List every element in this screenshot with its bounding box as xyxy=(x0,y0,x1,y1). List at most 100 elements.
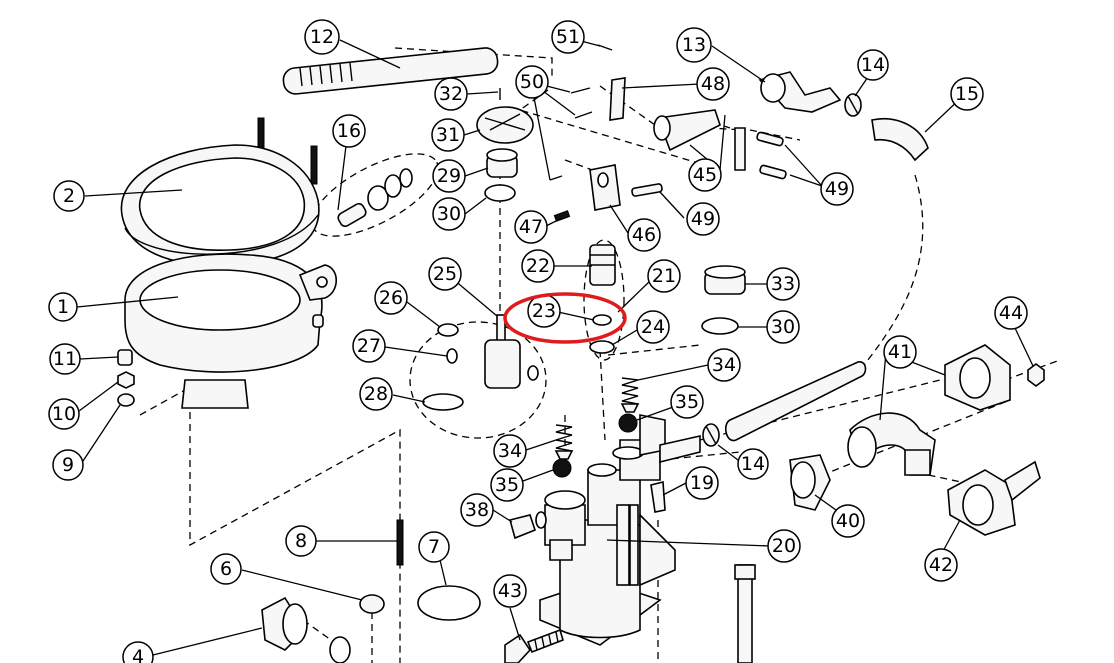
part-screw-19 xyxy=(650,480,666,513)
callout-8: 8 xyxy=(285,525,317,557)
part-flange-42 xyxy=(947,460,1041,536)
part-hose-clamp-lower xyxy=(702,423,720,447)
callout-12: 12 xyxy=(304,19,340,55)
part-plug-port xyxy=(535,511,547,529)
svg-text:35: 35 xyxy=(495,474,519,496)
callout-29: 29 xyxy=(432,159,466,193)
part-pump-body-20 xyxy=(539,414,701,646)
svg-text:35: 35 xyxy=(675,391,699,413)
svg-text:38: 38 xyxy=(465,499,489,521)
part-rod-8 xyxy=(396,519,404,566)
callout-38: 38 xyxy=(460,493,494,527)
svg-text:30: 30 xyxy=(771,316,795,338)
part-drain-plug-38 xyxy=(509,514,536,540)
callout-27: 27 xyxy=(352,329,386,363)
callout-28: 28 xyxy=(359,377,393,411)
part-pin-49a xyxy=(631,183,663,197)
callout-7: 7 xyxy=(418,531,450,563)
part-screws-50 xyxy=(570,87,593,119)
part-ring-23 xyxy=(592,314,612,326)
part-oring-30b xyxy=(701,317,739,335)
part-hose-clamp-top xyxy=(844,93,862,117)
svg-text:30: 30 xyxy=(437,203,461,225)
part-bolt-43 xyxy=(504,628,564,663)
leader-lines xyxy=(76,35,1034,656)
callout-4: 4 xyxy=(122,641,154,663)
part-elbow-13 xyxy=(758,71,842,113)
part-nut-44 xyxy=(1027,363,1045,387)
part-elbow-41 xyxy=(847,412,936,476)
part-fitting-22 xyxy=(589,244,616,286)
part-cap-33 xyxy=(704,265,746,295)
part-screw-51 xyxy=(597,44,613,51)
callout-14-top: 14 xyxy=(857,49,889,81)
svg-text:28: 28 xyxy=(364,383,388,405)
callout-2: 2 xyxy=(53,180,85,212)
svg-text:14: 14 xyxy=(861,54,885,76)
part-toilet-bowl xyxy=(124,253,338,409)
part-valve-cap xyxy=(486,148,518,178)
svg-text:50: 50 xyxy=(520,71,544,93)
part-nut xyxy=(117,371,135,389)
svg-text:8: 8 xyxy=(295,530,307,552)
svg-text:34: 34 xyxy=(712,354,736,376)
svg-text:13: 13 xyxy=(682,34,706,56)
part-screw-50b xyxy=(549,175,563,181)
callout-20: 20 xyxy=(767,529,801,563)
callout-10: 10 xyxy=(48,398,80,430)
callout-26: 26 xyxy=(374,281,408,315)
svg-text:20: 20 xyxy=(772,535,796,557)
callout-13: 13 xyxy=(676,27,712,63)
svg-text:10: 10 xyxy=(52,403,76,425)
svg-text:41: 41 xyxy=(888,341,912,363)
svg-text:19: 19 xyxy=(690,472,714,494)
svg-text:31: 31 xyxy=(436,124,460,146)
svg-text:9: 9 xyxy=(62,454,74,476)
callout-23: 23 xyxy=(527,294,561,328)
part-pivot-block-46 xyxy=(589,164,621,211)
part-flange-40 xyxy=(789,454,831,511)
svg-text:1: 1 xyxy=(57,296,69,318)
svg-text:21: 21 xyxy=(652,265,676,287)
svg-text:14: 14 xyxy=(741,453,765,475)
svg-text:33: 33 xyxy=(771,273,795,295)
callout-34-right: 34 xyxy=(707,348,741,382)
part-ball-35b xyxy=(552,458,572,478)
callout-25: 25 xyxy=(428,257,462,291)
callout-11: 11 xyxy=(49,343,81,375)
part-gasket-7 xyxy=(417,585,481,621)
part-lid-bolt-right xyxy=(310,145,318,185)
callout-21: 21 xyxy=(647,259,681,293)
part-link-48 xyxy=(609,77,626,121)
callout-14-lower: 14 xyxy=(737,448,769,480)
assembly-lines xyxy=(139,47,1061,663)
svg-text:22: 22 xyxy=(526,255,550,277)
callout-32: 32 xyxy=(434,77,468,111)
part-valve-25 xyxy=(484,314,539,389)
callout-43: 43 xyxy=(493,574,527,608)
callout-34-left: 34 xyxy=(493,434,527,468)
svg-text:49: 49 xyxy=(691,208,715,230)
callout-22: 22 xyxy=(521,249,555,283)
part-flange-41 xyxy=(944,344,1011,411)
svg-text:47: 47 xyxy=(519,216,543,238)
highlight-ellipse xyxy=(503,292,627,344)
svg-text:16: 16 xyxy=(337,120,361,142)
part-oring-top xyxy=(484,184,516,202)
svg-text:34: 34 xyxy=(498,440,522,462)
callout-9: 9 xyxy=(52,449,84,481)
callout-35-left: 35 xyxy=(490,468,524,502)
svg-text:7: 7 xyxy=(428,536,440,558)
svg-text:49: 49 xyxy=(825,178,849,200)
callout-15: 15 xyxy=(950,77,984,111)
callout-47: 47 xyxy=(514,210,548,244)
callout-50: 50 xyxy=(515,65,549,99)
callout-51: 51 xyxy=(551,20,585,54)
callout-19: 19 xyxy=(685,466,719,500)
part-toilet-lid xyxy=(120,144,320,267)
svg-text:11: 11 xyxy=(53,348,77,370)
part-set-screw-47 xyxy=(553,210,571,222)
part-hose-long xyxy=(724,361,867,442)
callout-1: 1 xyxy=(48,292,78,322)
